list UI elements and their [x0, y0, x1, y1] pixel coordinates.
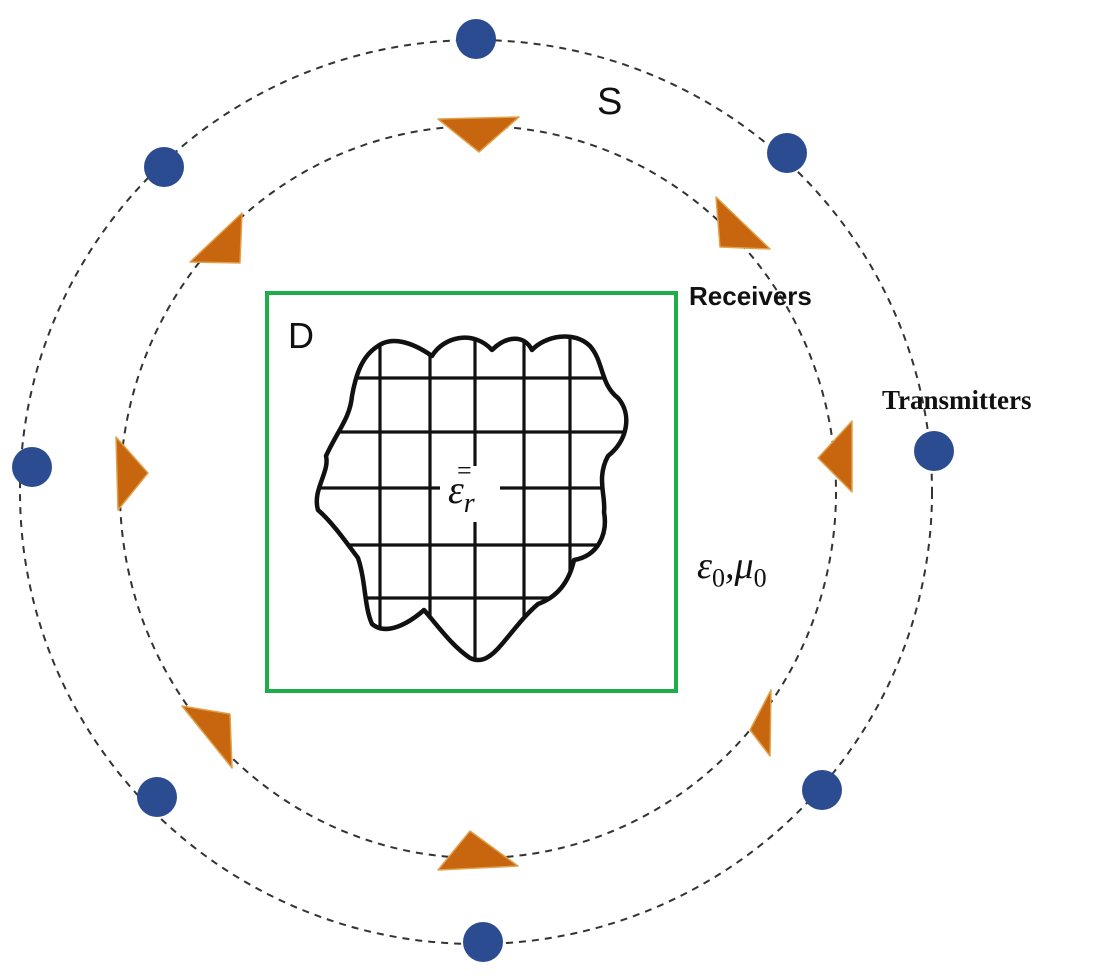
- receivers-label: Receivers: [689, 281, 812, 311]
- receiver-triangle: [189, 212, 243, 264]
- transmitters-label: Transmitters: [882, 385, 1032, 415]
- permittivity-subscript: r: [463, 488, 475, 519]
- transmitter-dot: [456, 19, 496, 59]
- receiver-triangle: [115, 436, 149, 511]
- free-space-epsilon: ε: [697, 545, 712, 587]
- receivers: [115, 116, 853, 871]
- free-space-mu: ,μ: [724, 545, 754, 587]
- receiver-triangle: [817, 420, 853, 493]
- permittivity-tensor-label: =εr: [444, 458, 479, 519]
- transmitter-orbit: [19, 39, 933, 945]
- transmitter-dot: [802, 770, 842, 810]
- surface-s-label: S: [597, 81, 623, 123]
- tensor-overbar: =: [457, 456, 472, 485]
- domain-d-label: D: [288, 315, 314, 356]
- transmitter-dot: [767, 133, 807, 173]
- permittivity-symbol: ε: [448, 467, 464, 512]
- free-space-mu-subscript: 0: [753, 563, 767, 593]
- receiver-triangle: [715, 196, 771, 250]
- transmitter-dot: [137, 777, 177, 817]
- receiver-triangle: [437, 116, 520, 153]
- transmitter-dot: [463, 922, 503, 962]
- transmitter-dot: [12, 447, 52, 487]
- receiver-triangle: [181, 705, 233, 769]
- transmitters: [12, 19, 954, 962]
- free-space-epsilon-subscript: 0: [711, 563, 725, 593]
- transmitter-dot: [144, 147, 184, 187]
- free-space-parameters-label: ε0,μ0: [697, 547, 767, 592]
- transmitter-dot: [914, 431, 954, 471]
- domain-boundary: [265, 291, 678, 693]
- receiver-triangle: [749, 689, 772, 757]
- receiver-triangle: [437, 830, 519, 871]
